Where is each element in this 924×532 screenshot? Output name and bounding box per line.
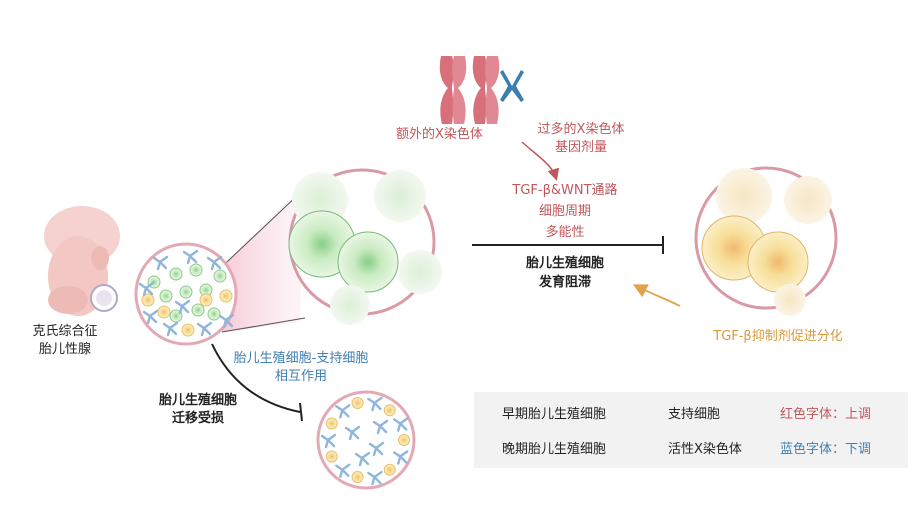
legend-early-label: 早期胎儿生殖细胞 [502, 407, 607, 422]
gonad-early-cell [179, 285, 193, 299]
gonad-sertoli-cell [142, 309, 159, 325]
gonad-sertoli-cell [196, 321, 213, 337]
gonad-early-cell [159, 289, 173, 303]
ring-late-cell [383, 463, 396, 476]
ring-late-cell [351, 471, 364, 484]
gonad-sertoli-cell [182, 249, 199, 265]
gonad-early-cell [213, 269, 227, 283]
gonad-sertoli-cell [152, 255, 169, 271]
interaction-label-2: 相互作用 [274, 369, 327, 384]
ring-sertoli-cell [335, 463, 351, 478]
gonad-late-cell [157, 305, 171, 319]
dosage-label-1: 过多的X染色体 [537, 122, 625, 137]
ring-late-cell [325, 450, 338, 463]
gonad-early-cell [207, 307, 221, 321]
cell-cycle-label: 细胞周期 [538, 204, 591, 219]
ring-late-cell [383, 404, 396, 417]
legend-sertoli-label: 支持细胞 [668, 407, 721, 422]
gonad-sertoli-cell [218, 313, 235, 329]
gonad-sertoli-cell [206, 255, 223, 271]
ring-sertoli-cell [393, 417, 409, 432]
dosage-label-2: 基因剂量 [554, 140, 607, 155]
gonad-late-cell [181, 323, 195, 337]
gonad-late-cell [141, 293, 155, 307]
gonad-label-1: 克氏综合征 [32, 324, 98, 339]
legend-late-label: 晚期胎儿生殖细胞 [502, 442, 607, 457]
gonad-sertoli-cell [174, 299, 191, 315]
extra-x-label: 额外的X染色体 [396, 127, 483, 142]
ring-sertoli-cell [372, 419, 389, 435]
gonad-sertoli-cell [162, 321, 179, 337]
gonad-sertoli-cell [138, 281, 155, 297]
gonad-label-2: 胎儿性腺 [38, 342, 91, 357]
ring-sertoli-cell [368, 441, 385, 457]
migration-label-2: 迁移受损 [171, 411, 224, 426]
ring-sertoli-cell [344, 425, 361, 441]
ring-sertoli-cell [335, 404, 351, 419]
fetus-icon [44, 206, 120, 316]
gonad-late-cell [219, 289, 233, 303]
ring-late-cell [398, 434, 410, 446]
zoom-circle-early [288, 168, 442, 325]
ring-late-cell [351, 396, 364, 409]
gonad-early-cell [191, 303, 205, 317]
x-chromosome-pair-icon [439, 56, 524, 124]
ring-sertoli-cell [354, 451, 371, 467]
tgf-inhibitor-label: TGF-β抑制剂促进分化 [713, 329, 843, 344]
ring-sertoli-cell [393, 450, 409, 465]
dosage-arrow [521, 141, 560, 181]
gonad-early-cell [169, 267, 183, 281]
arrest-label-2: 发育阻滞 [538, 275, 591, 290]
interaction-label-1: 胎儿生殖细胞-支持细胞 [233, 351, 369, 366]
legend-blue-note: 蓝色字体：下调 [780, 442, 872, 457]
ring-sertoli-cell [367, 396, 383, 412]
migration-label-1: 胎儿生殖细胞 [158, 393, 237, 408]
gonad-early-cell [189, 263, 203, 277]
differentiated-circle [694, 166, 838, 316]
impaired-migration-gonad [316, 390, 416, 490]
inhibition-bar [472, 236, 664, 254]
legend: 早期胎儿生殖细胞 晚期胎儿生殖细胞 支持细胞 活性X染色体 红色字体：上调 蓝色… [474, 392, 908, 468]
arrest-label-1: 胎儿生殖细胞 [525, 256, 604, 271]
migration-inhibition [211, 343, 303, 422]
gonad-late-cell [199, 293, 213, 307]
legend-active-x-label: 活性X染色体 [668, 442, 742, 457]
fetal-gonad [134, 242, 238, 346]
inhibitor-arrow [632, 284, 681, 307]
pathway-label: TGF-β&WNT通路 [512, 183, 618, 198]
pluripotency-label: 多能性 [545, 225, 585, 240]
ring-sertoli-cell [367, 470, 383, 486]
legend-red-note: 红色字体：上调 [780, 407, 872, 422]
ring-sertoli-cell [320, 433, 337, 449]
ring-late-cell [325, 417, 338, 430]
